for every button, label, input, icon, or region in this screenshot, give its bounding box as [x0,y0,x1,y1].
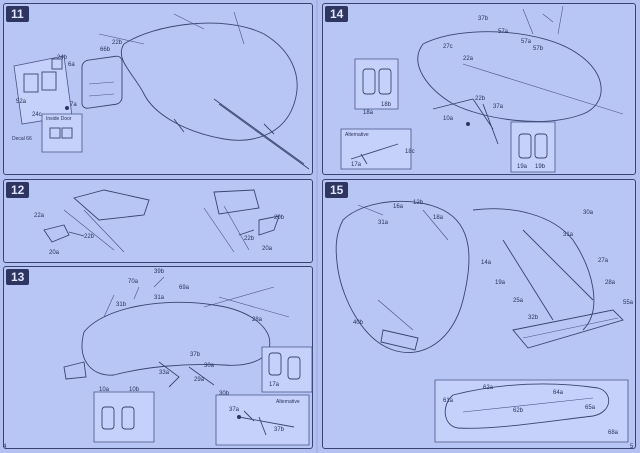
step-number: 11 [6,6,29,22]
part-label: 32b [528,315,539,321]
page-number-right: 5 [630,444,634,450]
step-number: 13 [6,269,30,285]
part-label: 55a [623,300,634,306]
part-label: 65a [585,405,596,411]
step-number: 14 [325,6,349,22]
part-label: 10a [443,116,454,122]
part-label: 18a [433,215,444,221]
part-label: 12b [413,200,424,206]
part-label: 62a [483,385,494,391]
step-13-panel: 13 39b 70a 31b 69a 28a 31a 30a 37b 10a 1… [3,266,313,449]
part-label: 39b [154,269,165,275]
part-label: 14a [481,260,492,266]
step-11-panel: 11 22b 66b 24b 52a 7a 24c 6a Inside Door… [3,3,313,175]
part-label: 40b [353,320,364,326]
part-label: 30a [583,210,594,216]
part-label: 57b [533,46,544,52]
part-label: 16a [393,204,404,210]
step-15-drawing [335,200,629,443]
page-fold [316,0,318,453]
page-number-left: 4 [3,444,7,450]
part-label: 18b [381,102,392,108]
part-label: 27c [443,44,453,50]
part-label: 22b [475,96,486,102]
part-label: 25a [513,298,524,304]
part-label: 31a [378,220,389,226]
part-label: 69a [179,285,190,291]
part-label: 19a [495,280,506,286]
step-14-drawing [340,5,624,173]
inset-title: Alternative [345,132,369,138]
inset-title: Alternative [276,399,300,405]
part-label: 37a [229,407,240,413]
part-label: 17a [351,162,362,168]
part-label: 64a [553,390,564,396]
step-12-panel: 12 22a 22b 20a 20b 22b 20a [3,179,313,263]
part-label: 22b [112,40,123,46]
part-label: 22b [84,234,95,240]
step-number: 12 [6,182,30,198]
part-label: 30a [204,363,215,369]
part-label: 28a [252,317,263,323]
step-15-panel: 15 16a 12b 31a 18a 14a 19a 25a 32b 30a 3… [322,179,636,449]
step-12-drawing [43,189,280,253]
part-label: 62b [513,408,524,414]
decal-note: Decal 66 [12,136,32,142]
part-label: 37b [274,427,285,433]
part-label: 24b [57,55,68,61]
part-label: 22b [244,236,255,242]
part-label: 24c [32,112,42,118]
part-label: 61a [443,398,454,404]
part-label: 57a [521,39,532,45]
part-label: 30b [219,391,230,397]
step-number: 15 [325,182,349,198]
part-label: 20a [262,246,273,252]
part-label: 22a [463,56,474,62]
inset-title: Inside Door [46,116,72,122]
part-label: 28a [605,280,616,286]
step-14-panel: 14 37b 57a 27c 22a 57b 57a 18a 18b 22b 3… [322,3,636,175]
part-label: 7a [70,102,77,108]
step-11-drawing [13,11,310,170]
part-label: 6a [68,62,75,68]
part-label: 10a [99,387,110,393]
part-label: 37b [478,16,489,22]
part-label: 20a [49,250,60,256]
part-label: 18a [363,110,374,116]
step-13-drawing [63,276,313,446]
part-label: 31a [563,232,574,238]
part-label: 27a [598,258,609,264]
part-label: 68a [608,430,619,436]
part-label: 10b [129,387,140,393]
part-label: 52a [16,99,27,105]
part-label: 29a [194,377,205,383]
part-label: 19a [517,164,528,170]
part-label: 31b [116,302,127,308]
part-label: 57a [498,29,509,35]
part-label: 17a [269,382,280,388]
part-label: 18c [405,149,415,155]
part-label: 37a [493,104,504,110]
part-label: 70a [128,279,139,285]
part-label: 20b [274,215,285,221]
part-label: 22a [34,213,45,219]
part-label: 31a [154,295,165,301]
part-label: 66b [100,47,111,53]
part-label: 19b [535,164,546,170]
part-label: 37b [190,352,201,358]
part-label: 33a [159,370,170,376]
